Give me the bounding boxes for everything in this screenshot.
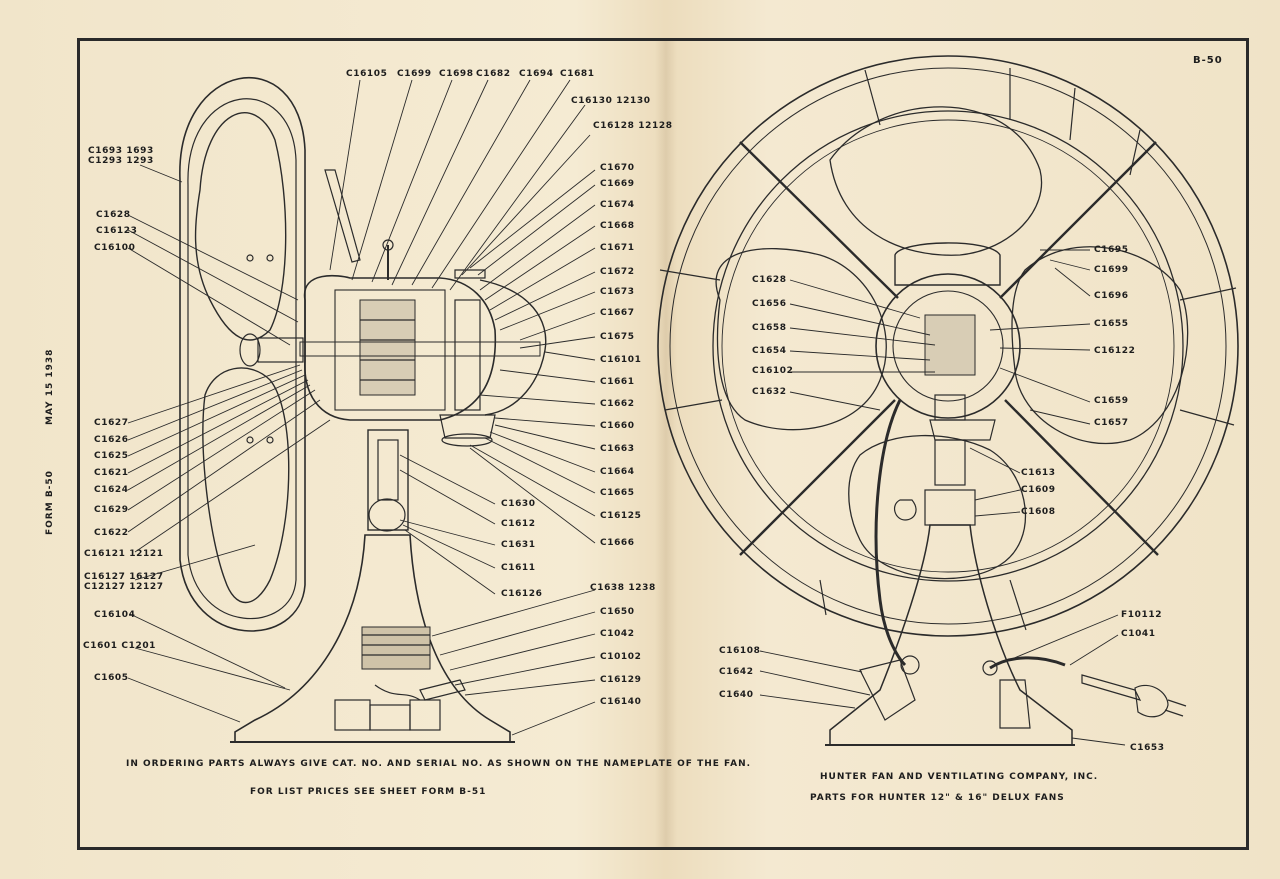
part-label: C16100 bbox=[94, 243, 136, 253]
part-label: C1695 bbox=[1094, 245, 1129, 255]
side-date: MAY 15 1938 bbox=[45, 348, 55, 425]
part-label: C1638 1238 bbox=[590, 583, 656, 593]
part-label: C1630 bbox=[501, 499, 536, 509]
part-label: C1668 bbox=[600, 221, 635, 231]
part-label: C1601 C1201 bbox=[83, 641, 157, 651]
part-label: C1608 bbox=[1021, 507, 1056, 517]
part-label: C1625 bbox=[94, 451, 129, 461]
part-label: C16108 bbox=[719, 646, 761, 656]
part-label: C10102 bbox=[600, 652, 642, 662]
part-label: C1640 bbox=[719, 690, 754, 700]
part-label: C1675 bbox=[600, 332, 635, 342]
part-label: C16101 bbox=[600, 355, 642, 365]
part-label: C1629 bbox=[94, 505, 129, 515]
part-label: C1699 bbox=[397, 69, 432, 79]
part-label: C1660 bbox=[600, 421, 635, 431]
company-name: HUNTER FAN AND VENTILATING COMPANY, INC. bbox=[820, 772, 1099, 782]
part-label: C1672 bbox=[600, 267, 635, 277]
part-label: C1041 bbox=[1121, 629, 1156, 639]
part-label: C1621 bbox=[94, 468, 129, 478]
part-label: C1612 bbox=[501, 519, 536, 529]
part-label: C1666 bbox=[600, 538, 635, 548]
parts-title: PARTS FOR HUNTER 12" & 16" DELUX FANS bbox=[810, 793, 1065, 803]
front-view-fan bbox=[657, 55, 1239, 746]
part-label: C1699 bbox=[1094, 265, 1129, 275]
page-frame bbox=[77, 38, 1249, 850]
part-label: C1664 bbox=[600, 467, 635, 477]
part-label: C1674 bbox=[600, 200, 635, 210]
part-label: C1661 bbox=[600, 377, 635, 387]
part-label: C16102 bbox=[752, 366, 794, 376]
side-form: FORM B-50 bbox=[45, 470, 55, 535]
part-label: C1659 bbox=[1094, 396, 1129, 406]
part-label: C1653 bbox=[1130, 743, 1165, 753]
part-label: C1631 bbox=[501, 540, 536, 550]
part-label: C1669 bbox=[600, 179, 635, 189]
part-label: C1042 bbox=[600, 629, 635, 639]
part-label: C1656 bbox=[752, 299, 787, 309]
part-label: C1694 bbox=[519, 69, 554, 79]
part-label: C16140 bbox=[600, 697, 642, 707]
part-label: C1658 bbox=[752, 323, 787, 333]
ordering-note: IN ORDERING PARTS ALWAYS GIVE CAT. NO. A… bbox=[126, 759, 752, 769]
part-label: C16123 bbox=[96, 226, 138, 236]
part-label: C1682 bbox=[476, 69, 511, 79]
part-label: C1665 bbox=[600, 488, 635, 498]
part-label: C1681 bbox=[560, 69, 595, 79]
part-label: C16122 bbox=[1094, 346, 1136, 356]
part-label: C1628 bbox=[96, 210, 131, 220]
part-label: C1698 bbox=[439, 69, 474, 79]
part-label: C1627 bbox=[94, 418, 129, 428]
part-label: C1632 bbox=[752, 387, 787, 397]
sheet-number: B-50 bbox=[1193, 55, 1223, 66]
part-label: C16121 12121 bbox=[84, 549, 164, 559]
part-label: C1609 bbox=[1021, 485, 1056, 495]
part-label: C16129 bbox=[600, 675, 642, 685]
part-label: C1605 bbox=[94, 673, 129, 683]
part-label: C1654 bbox=[752, 346, 787, 356]
part-label: C1673 bbox=[600, 287, 635, 297]
part-label: C1624 bbox=[94, 485, 129, 495]
part-label: F10112 bbox=[1121, 610, 1163, 620]
prices-note: FOR LIST PRICES SEE SHEET FORM B-51 bbox=[250, 787, 487, 797]
part-label: C1611 bbox=[501, 563, 536, 573]
part-label: C1657 bbox=[1094, 418, 1129, 428]
part-label: C1655 bbox=[1094, 319, 1129, 329]
part-label: C1670 bbox=[600, 163, 635, 173]
part-label: C1693 1693 C1293 1293 bbox=[88, 146, 154, 166]
part-label: C1667 bbox=[600, 308, 635, 318]
part-label: C16130 12130 bbox=[571, 96, 651, 106]
part-label: C1626 bbox=[94, 435, 129, 445]
part-label: C1613 bbox=[1021, 468, 1056, 478]
part-label: C1642 bbox=[719, 667, 754, 677]
page-fold bbox=[655, 41, 677, 847]
part-label: C16104 bbox=[94, 610, 136, 620]
part-label: C1628 bbox=[752, 275, 787, 285]
part-label: C1696 bbox=[1094, 291, 1129, 301]
part-label: C1671 bbox=[600, 243, 635, 253]
part-label: C16127 16127 C12127 12127 bbox=[84, 572, 164, 592]
part-label: C16125 bbox=[600, 511, 642, 521]
part-label: C1662 bbox=[600, 399, 635, 409]
leader-lines bbox=[127, 79, 1126, 746]
part-label: C16105 bbox=[346, 69, 388, 79]
part-label: C1650 bbox=[600, 607, 635, 617]
part-label: C16128 12128 bbox=[593, 121, 673, 131]
part-label: C1663 bbox=[600, 444, 635, 454]
side-view-fan bbox=[179, 77, 547, 743]
part-label: C1622 bbox=[94, 528, 129, 538]
part-label: C16126 bbox=[501, 589, 543, 599]
